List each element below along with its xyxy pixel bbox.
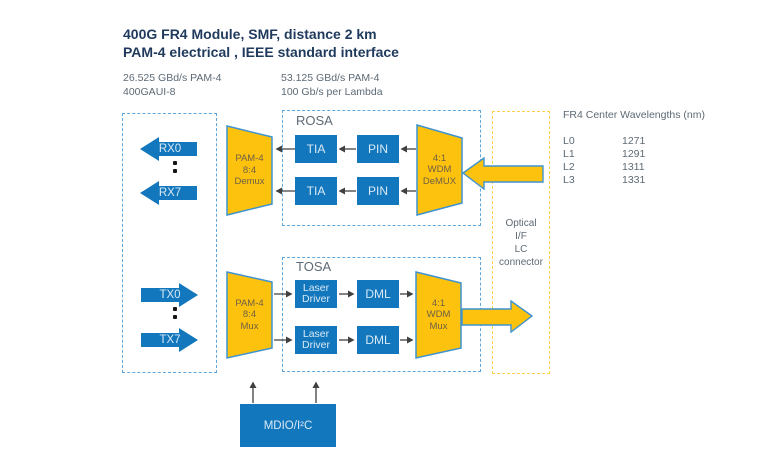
wavelength-label: L2 <box>563 161 575 173</box>
rx-lanes-ellipsis <box>173 161 177 173</box>
tia-block-1: TIA <box>295 135 337 163</box>
pam4-demux-block: PAM-4 8:4 Demux <box>226 125 273 216</box>
pin-block-1: PIN <box>357 135 399 163</box>
pam4-mux-block: PAM-4 8:4 Mux <box>226 271 273 359</box>
wdm-demux-line-1: 4:1 <box>432 152 447 164</box>
wavelength-row: L1 1291 <box>563 148 645 161</box>
laser-driver-block-1: Laser Driver <box>295 280 337 308</box>
rosa-label: ROSA <box>296 113 333 128</box>
optical-if-line-1: Optical <box>505 218 537 229</box>
pam4-mux-line-2: 8:4 <box>242 309 257 321</box>
wdm-mux-line-2: WDM <box>426 309 451 321</box>
wdm-mux-label: 4:1 WDM Mux <box>415 271 462 359</box>
tx-optical-arrow <box>461 299 534 334</box>
rx7-lane-arrow: RX7 <box>140 181 198 205</box>
wavelength-value: 1291 <box>622 148 646 160</box>
trapezoid-shape <box>226 271 273 359</box>
tx-lanes-ellipsis <box>173 307 177 319</box>
wdm-demux-line-2: WDM <box>427 164 452 176</box>
wavelength-row: L0 1271 <box>563 135 645 148</box>
trapezoid-shape <box>415 271 462 359</box>
optical-if-line-2: I/F <box>515 231 527 242</box>
tx0-label: TX0 <box>159 289 181 301</box>
mdio-i2c-block: MDIO/I²C <box>240 404 336 447</box>
wavelength-label: L1 <box>563 148 575 160</box>
dml-label: DML <box>365 287 391 301</box>
laser-driver-block-2: Laser Driver <box>295 326 337 354</box>
optical-if-box <box>492 111 550 374</box>
wavelength-label: L0 <box>563 135 575 147</box>
trapezoid-shape <box>226 125 273 216</box>
optical-if-line-3: LC <box>514 244 528 255</box>
pam4-mux-label: PAM-4 8:4 Mux <box>226 271 273 359</box>
diagram-title: 400G FR4 Module, SMF, distance 2 km PAM-… <box>123 26 399 61</box>
rx0-lane-arrow: RX0 <box>140 137 198 161</box>
laser-driver-label: Laser Driver <box>302 327 330 352</box>
wdm-mux-line-3: Mux <box>429 320 448 332</box>
tia-label: TIA <box>306 142 326 156</box>
trapezoid-shape <box>416 124 463 216</box>
wdm-demux-label: 4:1 WDM DeMUX <box>416 124 463 216</box>
right-arrow-shape <box>141 283 198 307</box>
host-rate-note: 26.525 GBd/s PAM-4 400GAUI-8 <box>123 72 221 99</box>
laser-driver-label: Laser Driver <box>302 281 330 306</box>
pam4-mux-line-3: Mux <box>240 320 259 332</box>
right-arrow-shape <box>141 328 198 352</box>
pin-block-2: PIN <box>357 177 399 205</box>
wavelength-row: L3 1331 <box>563 174 645 187</box>
line-rate-line-1: 53.125 GBd/s PAM-4 <box>281 72 380 84</box>
host-interface-box <box>122 113 217 373</box>
yellow-right-arrow-shape <box>461 299 534 334</box>
host-rate-line-1: 26.525 GBd/s PAM-4 <box>123 72 222 84</box>
dml-block-1: DML <box>357 280 399 308</box>
pam4-demux-line-1: PAM-4 <box>235 153 264 165</box>
laser-driver-line-2: Driver <box>302 339 330 351</box>
left-arrow-shape <box>140 137 197 161</box>
line-rate-line-2: 100 Gb/s per Lambda <box>281 85 383 98</box>
wavelength-row: L2 1311 <box>563 161 645 174</box>
pam4-demux-line-3: Demux <box>234 176 265 188</box>
optical-if-label: Optical I/F LC connector <box>492 217 550 269</box>
tx0-lane-arrow: TX0 <box>140 283 198 307</box>
wdm-mux-block: 4:1 WDM Mux <box>415 271 462 359</box>
mdio-i2c-label: MDIO/I²C <box>263 419 313 432</box>
wdm-demux-line-3: DeMUX <box>422 175 457 187</box>
wavelength-value: 1331 <box>622 174 646 186</box>
pam4-mux-line-1: PAM-4 <box>235 297 264 309</box>
line-rate-note: 53.125 GBd/s PAM-4 100 Gb/s per Lambda <box>281 72 383 99</box>
pin-label: PIN <box>367 142 388 156</box>
tosa-label: TOSA <box>296 259 332 274</box>
tia-block-2: TIA <box>295 177 337 205</box>
wavelength-value: 1271 <box>622 135 646 147</box>
left-arrow-shape <box>140 181 197 205</box>
tx7-lane-arrow: TX7 <box>140 328 198 352</box>
wavelengths-table: L0 1271 L1 1291 L2 1311 L3 1331 <box>563 135 645 187</box>
wavelengths-title: FR4 Center Wavelengths (nm) <box>563 109 705 121</box>
wavelength-label: L3 <box>563 174 575 186</box>
wavelength-value: 1311 <box>622 161 645 173</box>
rx-optical-arrow <box>461 156 544 191</box>
wdm-demux-block: 4:1 WDM DeMUX <box>416 124 463 216</box>
tia-label: TIA <box>306 184 326 198</box>
optical-if-line-4: connector <box>499 257 543 268</box>
pin-label: PIN <box>367 184 388 198</box>
pam4-demux-line-2: 8:4 <box>242 164 257 176</box>
title-line-1: 400G FR4 Module, SMF, distance 2 km <box>123 26 377 42</box>
laser-driver-line-1: Laser <box>302 327 330 340</box>
laser-driver-line-1: Laser <box>302 281 330 294</box>
dml-label: DML <box>365 333 391 347</box>
rx7-label: RX7 <box>158 187 182 199</box>
host-rate-line-2: 400GAUI-8 <box>123 85 176 98</box>
pam4-demux-label: PAM-4 8:4 Demux <box>226 125 273 216</box>
laser-driver-line-2: Driver <box>302 293 330 305</box>
yellow-left-arrow-shape <box>461 156 544 191</box>
dml-block-2: DML <box>357 326 399 354</box>
rx0-label: RX0 <box>158 143 182 155</box>
title-line-2: PAM-4 electrical , IEEE standard interfa… <box>123 43 399 60</box>
tx7-label: TX7 <box>159 334 181 346</box>
wdm-mux-line-1: 4:1 <box>431 297 446 309</box>
